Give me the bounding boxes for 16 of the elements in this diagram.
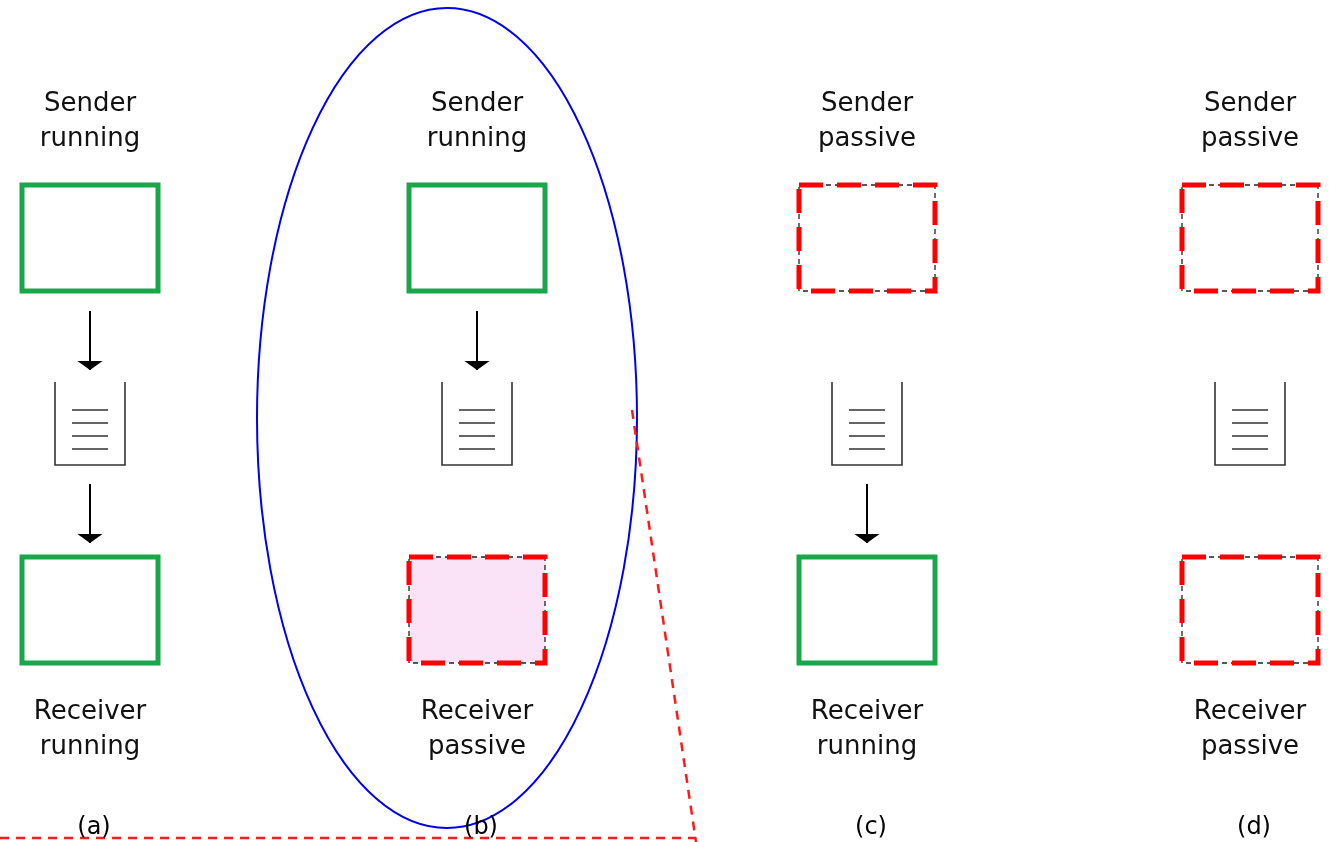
panel-label: (d) [1236,812,1272,840]
state-label: Receiver passive [1192,694,1308,762]
arrow [77,483,103,544]
panel-label: (b) [463,812,499,840]
state-label: Receiver running [32,694,148,762]
arrow [77,310,103,371]
state-label: Sender passive [816,86,918,154]
arrow [854,483,880,544]
state-label: Sender passive [1199,86,1301,154]
state-label: Sender running [38,86,142,154]
arrow [464,310,490,371]
state-label: Sender running [425,86,529,154]
state-label: Receiver passive [419,694,535,762]
panel-label: (a) [76,812,112,840]
panel-label: (c) [854,812,888,840]
state-label: Receiver running [809,694,925,762]
